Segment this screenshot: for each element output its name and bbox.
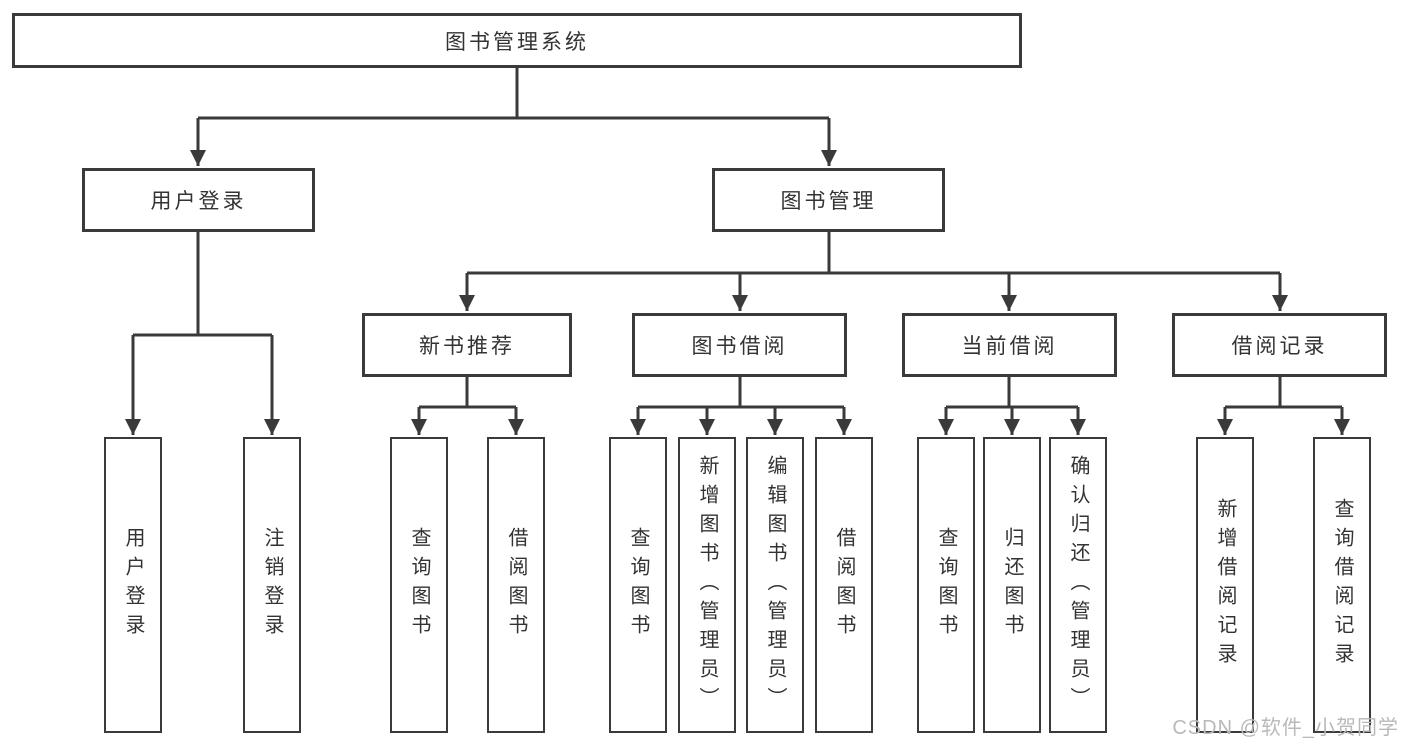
leaf-edit-book-admin: 编辑图书（管理员）: [746, 437, 804, 733]
node-book-management-label: 图书管理: [780, 190, 877, 213]
node-current-borrow: 当前借阅: [902, 313, 1117, 377]
node-book-borrow-label: 图书借阅: [691, 335, 788, 358]
leaf-add-borrow-record-label: 新增借阅记录: [1214, 498, 1236, 672]
leaf-query-borrow-record-label: 查询借阅记录: [1331, 498, 1353, 672]
leaf-user-login-label: 用户登录: [122, 527, 144, 643]
leaf-borrow-book-1-label: 借阅图书: [505, 527, 527, 643]
node-root-label: 图书管理系统: [445, 30, 589, 54]
node-borrow-records: 借阅记录: [1172, 313, 1387, 377]
connector-skeleton: [133, 68, 1342, 409]
leaf-logout-login-label: 注销登录: [261, 527, 283, 643]
leaf-query-borrow-record: 查询借阅记录: [1313, 437, 1371, 733]
leaf-confirm-return-admin-label: 确认归还（管理员）: [1067, 454, 1089, 716]
leaf-query-book-3: 查询图书: [917, 437, 975, 733]
leaf-user-login: 用户登录: [104, 437, 162, 733]
node-book-management: 图书管理: [712, 168, 945, 232]
node-user-login-label: 用户登录: [150, 190, 247, 213]
node-new-book-recommend-label: 新书推荐: [419, 335, 515, 358]
leaf-add-book-admin: 新增图书（管理员）: [678, 437, 736, 733]
leaf-return-book-label: 归还图书: [1001, 527, 1023, 643]
leaf-query-book-1: 查询图书: [390, 437, 448, 733]
leaf-logout-login: 注销登录: [243, 437, 301, 733]
leaf-borrow-book-2: 借阅图书: [815, 437, 873, 733]
leaf-query-book-2-label: 查询图书: [627, 527, 649, 643]
leaf-query-book-2: 查询图书: [609, 437, 667, 733]
node-user-login: 用户登录: [82, 168, 315, 232]
leaf-edit-book-admin-label: 编辑图书（管理员）: [764, 454, 786, 716]
leaf-add-book-admin-label: 新增图书（管理员）: [696, 454, 718, 716]
node-book-borrow: 图书借阅: [632, 313, 847, 377]
leaf-query-book-3-label: 查询图书: [935, 527, 957, 643]
leaf-borrow-book-1: 借阅图书: [487, 437, 545, 733]
leaf-borrow-book-2-label: 借阅图书: [833, 527, 855, 643]
leaf-return-book: 归还图书: [983, 437, 1041, 733]
node-current-borrow-label: 当前借阅: [961, 335, 1058, 358]
csdn-watermark: CSDN @软件_小贺同学: [1172, 717, 1399, 739]
leaf-query-book-1-label: 查询图书: [408, 527, 430, 643]
node-borrow-records-label: 借阅记录: [1231, 335, 1328, 358]
node-root: 图书管理系统: [12, 13, 1022, 68]
node-new-book-recommend: 新书推荐: [362, 313, 572, 377]
leaf-add-borrow-record: 新增借阅记录: [1196, 437, 1254, 733]
leaf-confirm-return-admin: 确认归还（管理员）: [1049, 437, 1107, 733]
